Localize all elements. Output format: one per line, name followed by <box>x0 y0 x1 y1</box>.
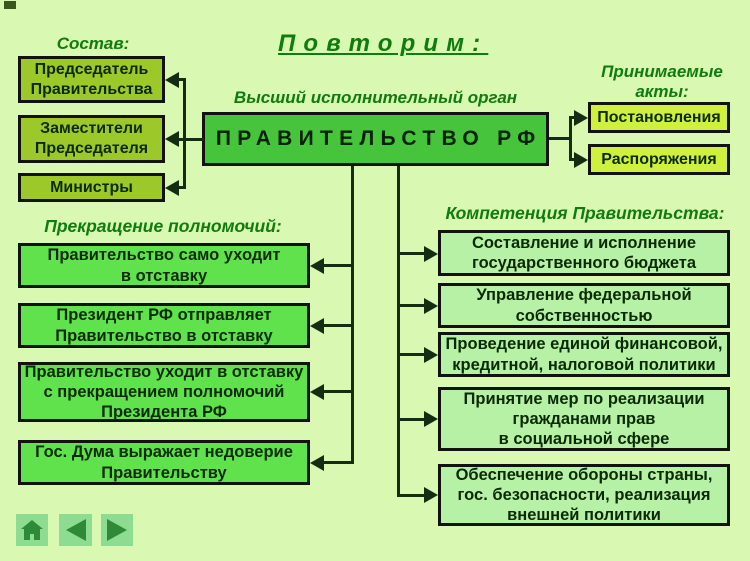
back-button[interactable] <box>59 514 92 546</box>
sostav-item-deputies: Заместители Председателя <box>18 115 165 163</box>
akty-heading: Принимаемые акты: <box>601 62 723 101</box>
forward-button[interactable] <box>101 514 133 546</box>
arrowhead-akty-1 <box>574 110 588 126</box>
forward-icon <box>107 519 127 541</box>
arrowhead-competence-4 <box>424 411 438 427</box>
akty-item-rasporyazheniya: Распоряжения <box>588 144 730 175</box>
arrowhead-competence-5 <box>424 487 438 503</box>
arrowhead-competence-2 <box>424 298 438 314</box>
frame-corner-artifact <box>4 1 16 9</box>
arrowhead-sostav-1 <box>165 72 179 88</box>
connector-termination-stub-2 <box>322 324 353 327</box>
arrowhead-competence-3 <box>424 347 438 363</box>
arrowhead-termination-1 <box>310 258 324 274</box>
back-icon <box>65 519 86 541</box>
connector-competence-stub-3 <box>398 353 425 356</box>
termination-heading: Прекращение полномочий: <box>44 216 282 236</box>
government-rf-box: ПРАВИТЕЛЬСТВО РФ <box>202 112 549 166</box>
connector-competence-stub-2 <box>398 304 425 307</box>
competence-item-5: Обеспечение обороны страны, гос. безопас… <box>438 464 730 526</box>
home-button[interactable] <box>16 514 48 546</box>
akty-item-postanovleniya: Постановления <box>588 102 730 133</box>
connector-competence-vertical <box>397 166 400 497</box>
arrowhead-sostav-2 <box>165 131 179 147</box>
connector-akty-stub-1 <box>569 116 576 119</box>
competence-item-3: Проведение единой финансовой, кредитной,… <box>438 332 730 377</box>
slide-title: Повторим: <box>278 30 489 57</box>
arrowhead-termination-2 <box>310 318 324 334</box>
arrowhead-sostav-3 <box>165 180 179 196</box>
arrowhead-termination-3 <box>310 384 324 400</box>
connector-akty-stub-2 <box>569 158 576 161</box>
arrowhead-akty-2 <box>574 152 588 168</box>
termination-item-3: Правительство уходит в отставку с прекра… <box>18 362 310 422</box>
competence-heading: Компетенция Правительства: <box>445 203 725 223</box>
connector-competence-stub-4 <box>398 418 425 421</box>
termination-item-4: Гос. Дума выражает недоверие Правительст… <box>18 440 310 485</box>
competence-item-2: Управление федеральной собственностью <box>438 283 730 328</box>
connector-termination-stub-1 <box>322 264 353 267</box>
connector-akty-horizontal <box>549 137 571 140</box>
connector-sostav-vertical <box>183 78 186 188</box>
connector-sostav-stub-1 <box>178 78 186 81</box>
connector-termination-stub-3 <box>322 390 353 393</box>
connector-akty-vertical <box>569 117 572 161</box>
sostav-heading: Состав: <box>56 34 130 53</box>
sostav-item-ministers: Министры <box>18 173 165 202</box>
connector-sostav-stub-2 <box>178 138 204 141</box>
termination-item-1: Правительство само уходит в отставку <box>18 243 310 288</box>
termination-item-2: Президент РФ отправляет Правительство в … <box>18 303 310 348</box>
connector-termination-stub-4 <box>322 461 353 464</box>
connector-sostav-stub-3 <box>178 186 186 189</box>
sostav-item-chairman: Председатель Правительства <box>18 56 165 103</box>
competence-item-4: Принятие мер по реализации гражданами пр… <box>438 387 730 451</box>
central-caption: Высший исполнительный орган <box>233 88 518 107</box>
home-icon <box>20 520 44 540</box>
connector-competence-stub-5 <box>398 494 425 497</box>
arrowhead-competence-1 <box>424 246 438 262</box>
connector-competence-stub-1 <box>398 252 425 255</box>
arrowhead-termination-4 <box>310 455 324 471</box>
connector-termination-vertical <box>351 166 354 464</box>
competence-item-1: Составление и исполнение государственног… <box>438 230 730 276</box>
